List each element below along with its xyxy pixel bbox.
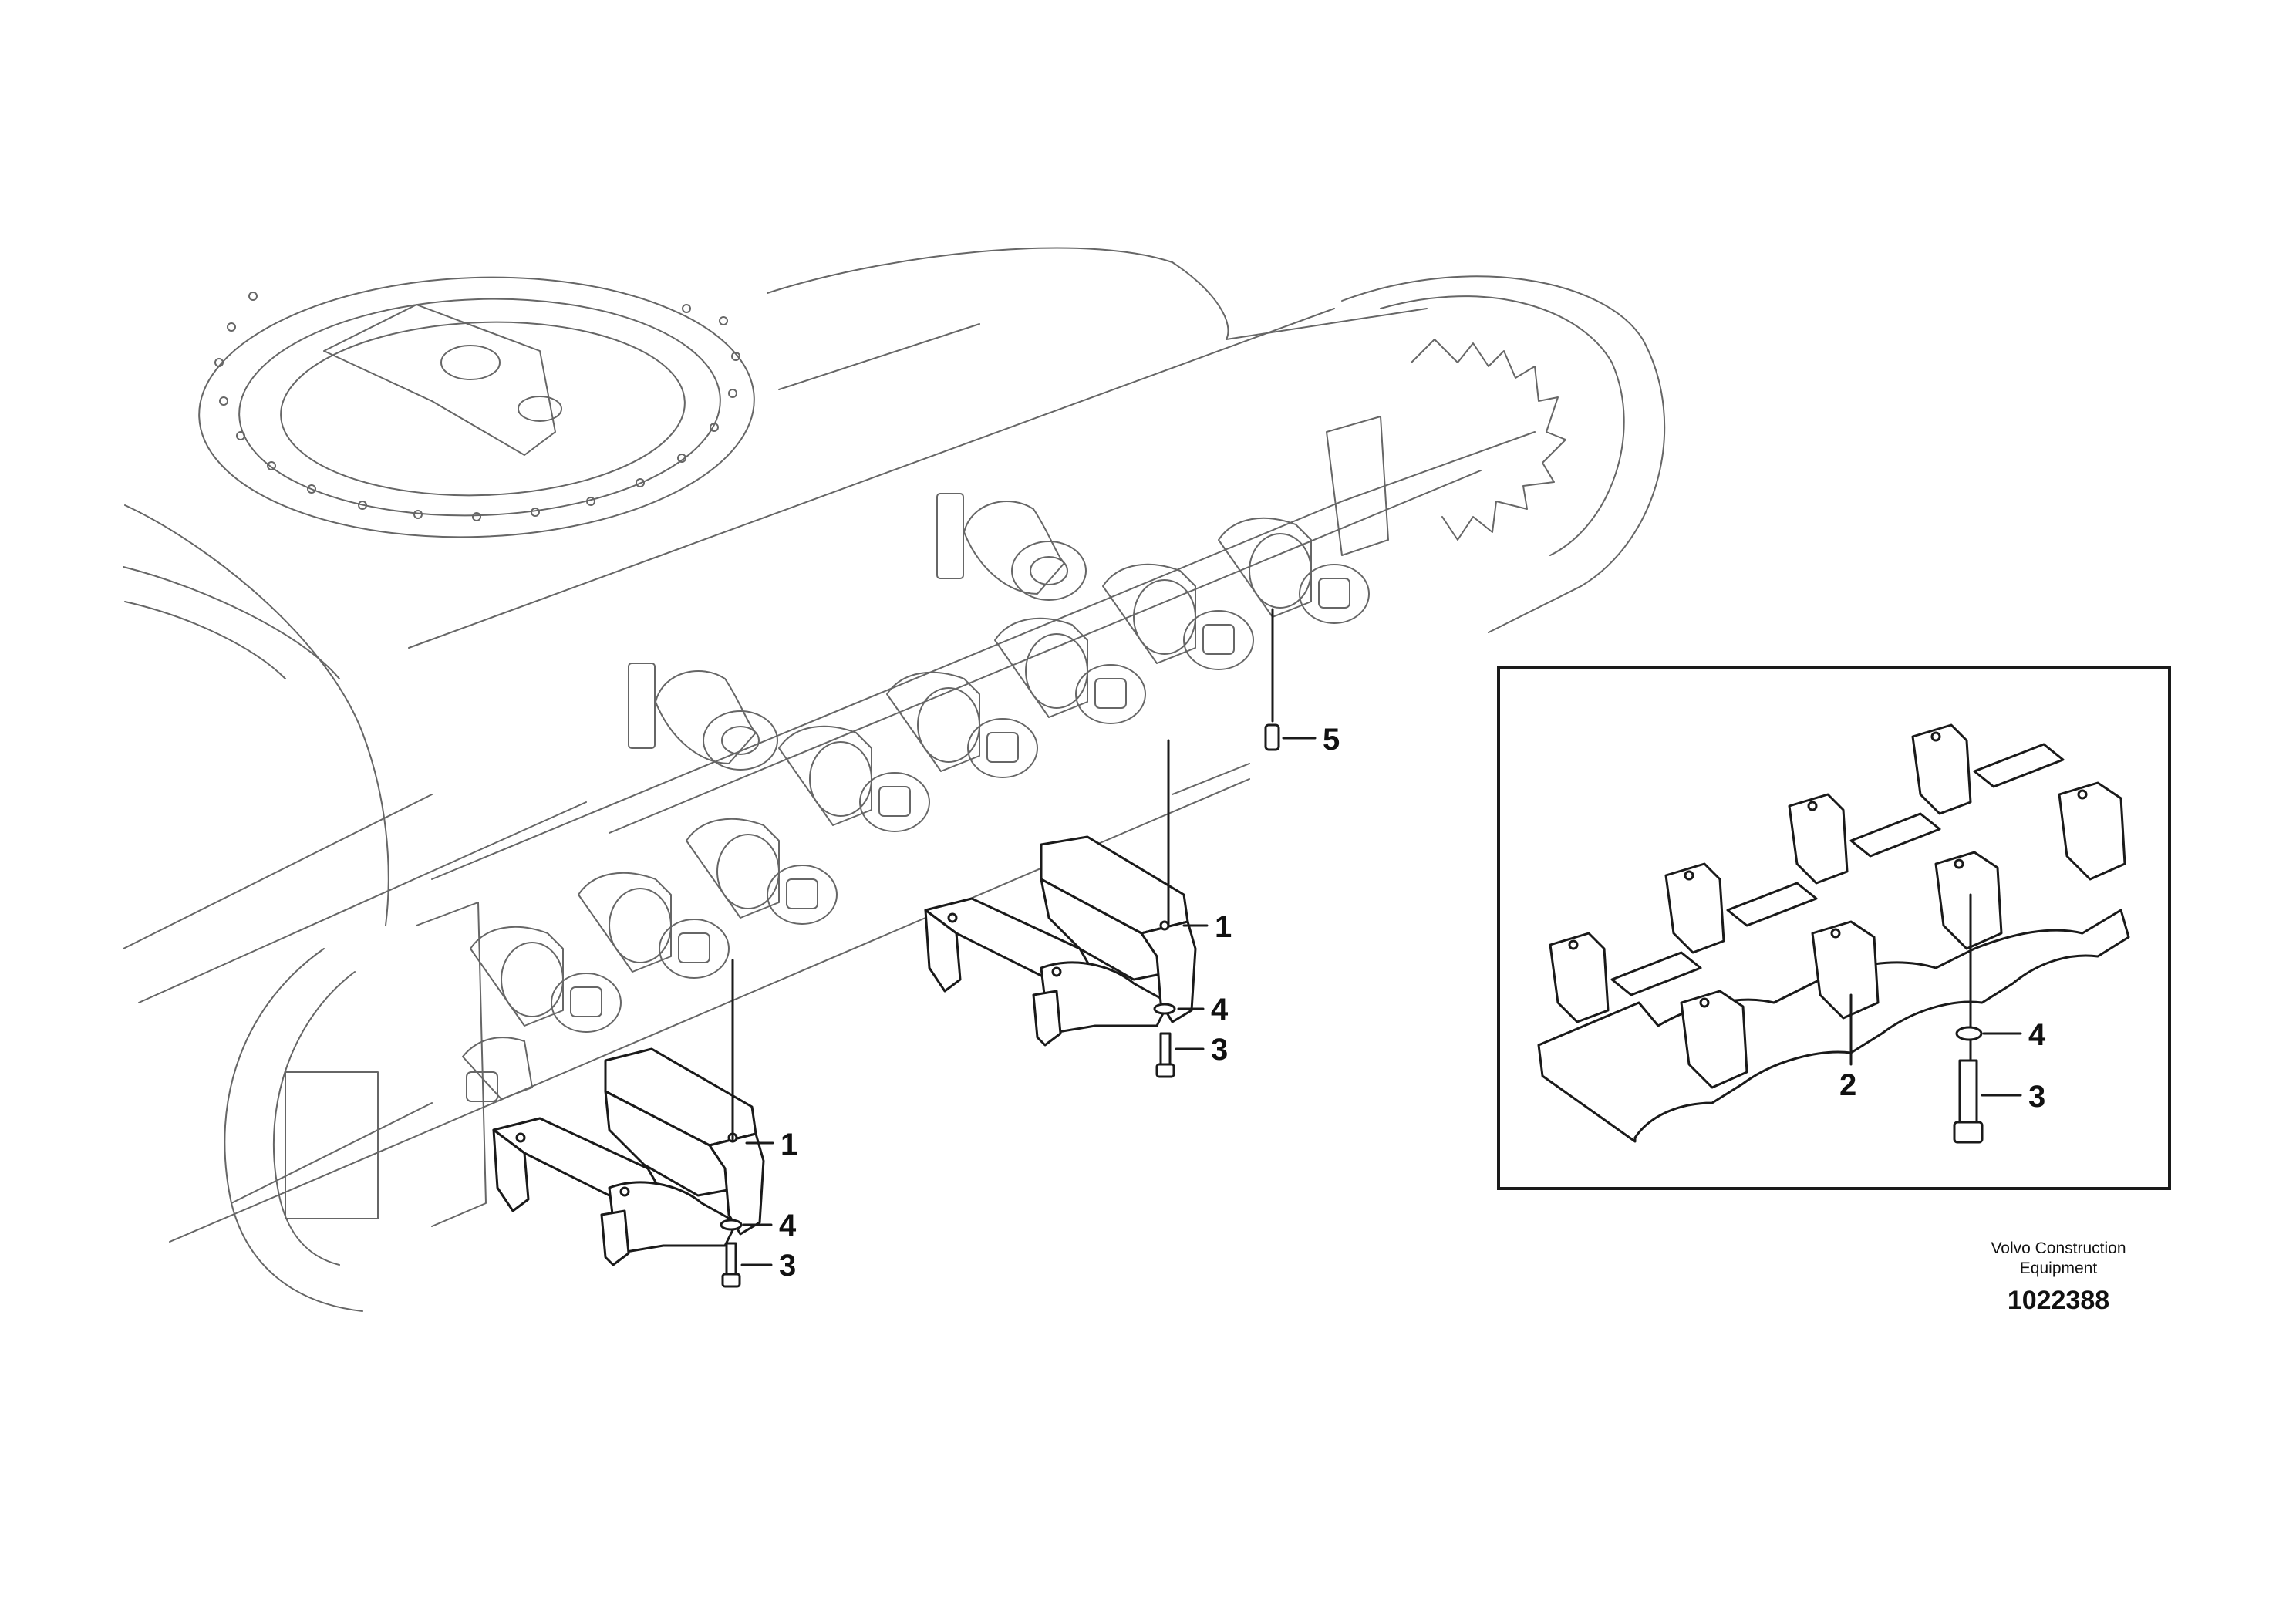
- callout-4-inset: 4: [2028, 1018, 2046, 1052]
- carrier-rollers: [655, 501, 1087, 771]
- callout-3-lower: 3: [779, 1249, 796, 1283]
- washer-4-lower: [720, 1219, 743, 1231]
- callout-1-upper: 1: [1215, 910, 1232, 944]
- track-guard-long: [1537, 723, 2130, 1143]
- callout-1-lower: 1: [781, 1128, 797, 1162]
- callout-5: 5: [1323, 723, 1340, 757]
- track-guard-lower: [492, 1047, 765, 1266]
- bolt-3-inset: [1953, 1059, 1984, 1144]
- track-rollers: [462, 517, 1370, 1102]
- undercarriage-background: [123, 247, 1666, 1312]
- callout-3-upper: 3: [1211, 1033, 1228, 1067]
- detail-inset: 2 4 3: [1497, 666, 2171, 1190]
- brand-line-1: Volvo Construction: [1991, 1239, 2126, 1257]
- callout-3-inset: 3: [2028, 1080, 2045, 1114]
- bolt-3-upper: [1155, 1032, 1175, 1078]
- reference-number: 1022388: [2008, 1286, 2109, 1315]
- slewing-ring: [198, 276, 755, 538]
- callout-2: 2: [1839, 1068, 1856, 1102]
- pin-5: [1264, 723, 1280, 751]
- bolt-3-lower: [721, 1242, 741, 1288]
- slewing-ring-bolts: [214, 292, 740, 521]
- fasteners-main: [720, 608, 1317, 1288]
- washer-4-upper: [1153, 1003, 1176, 1015]
- washer-4-inset: [1955, 1026, 1983, 1041]
- callout-4-upper: 4: [1211, 993, 1229, 1027]
- callout-4-lower: 4: [779, 1209, 797, 1243]
- brand-line-2: Equipment: [2020, 1259, 2098, 1277]
- track-guard-upper: [924, 835, 1197, 1047]
